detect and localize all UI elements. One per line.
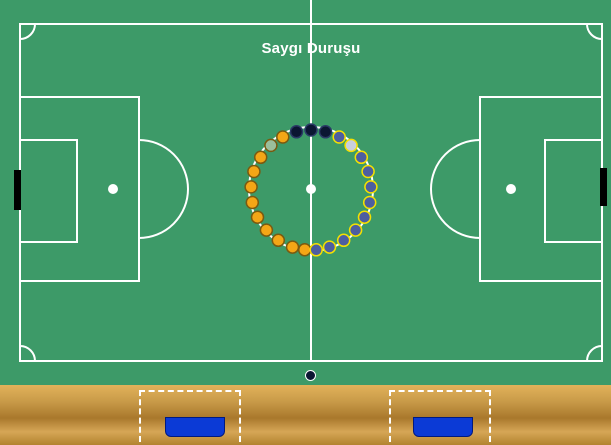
home-player-marker[interactable] xyxy=(246,197,258,209)
corner-arc-bottom-right xyxy=(587,346,602,361)
home-player-marker[interactable] xyxy=(252,211,264,223)
home-player-marker[interactable] xyxy=(287,241,299,253)
left-goal xyxy=(14,170,21,210)
football-pitch: Saygı Duruşu xyxy=(0,0,611,385)
away-player-marker[interactable] xyxy=(310,244,322,256)
right-goal xyxy=(600,168,607,206)
away-bench-goal[interactable] xyxy=(413,417,473,437)
official-marker[interactable] xyxy=(291,126,303,138)
away-player-marker[interactable] xyxy=(345,139,357,151)
left-penalty-spot xyxy=(108,184,118,194)
home-player-marker[interactable] xyxy=(265,139,277,151)
away-player-marker[interactable] xyxy=(364,197,376,209)
corner-arc-top-left xyxy=(20,24,35,39)
pitch-markings xyxy=(0,0,611,385)
corner-arc-bottom-left xyxy=(20,346,35,361)
official-marker[interactable] xyxy=(305,124,317,136)
left-penalty-arc xyxy=(139,140,188,238)
home-player-marker[interactable] xyxy=(272,234,284,246)
right-penalty-spot xyxy=(506,184,516,194)
away-player-marker[interactable] xyxy=(350,224,362,236)
home-player-marker[interactable] xyxy=(260,224,272,236)
bench-bar xyxy=(0,385,611,445)
away-player-marker[interactable] xyxy=(359,211,371,223)
fourth-official-marker[interactable] xyxy=(305,370,316,381)
away-player-marker[interactable] xyxy=(365,181,377,193)
away-player-marker[interactable] xyxy=(355,151,367,163)
away-player-marker[interactable] xyxy=(324,241,336,253)
center-spot xyxy=(306,184,316,194)
home-bench-goal[interactable] xyxy=(165,417,225,437)
right-penalty-arc xyxy=(431,140,480,238)
home-player-marker[interactable] xyxy=(255,151,267,163)
corner-arc-top-right xyxy=(587,24,602,39)
away-player-marker[interactable] xyxy=(362,166,374,178)
event-label: Saygı Duruşu xyxy=(206,40,416,57)
home-player-marker[interactable] xyxy=(245,181,257,193)
home-player-marker[interactable] xyxy=(248,166,260,178)
home-player-marker[interactable] xyxy=(299,244,311,256)
away-player-marker[interactable] xyxy=(338,234,350,246)
right-penalty-area xyxy=(480,97,602,281)
left-penalty-area xyxy=(20,97,139,281)
official-marker[interactable] xyxy=(320,126,332,138)
away-player-marker[interactable] xyxy=(333,131,345,143)
left-goal-area xyxy=(20,140,77,242)
right-goal-area xyxy=(545,140,602,242)
home-player-marker[interactable] xyxy=(277,131,289,143)
